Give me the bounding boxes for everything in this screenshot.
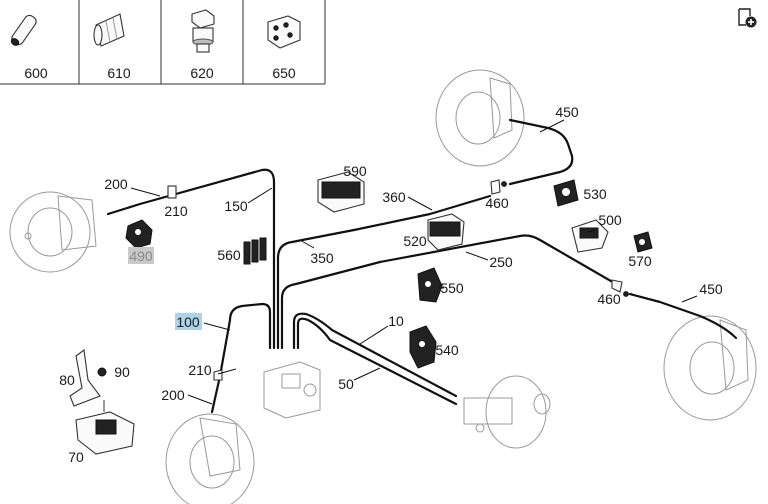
clip-570	[633, 231, 653, 253]
add-to-list-icon	[738, 8, 757, 28]
add-to-list-button[interactable]	[736, 7, 758, 29]
clip-590	[317, 171, 365, 213]
callout-450-top[interactable]: 450	[555, 104, 579, 120]
callout-70[interactable]: 70	[68, 449, 84, 465]
pipe-connectors	[167, 179, 629, 381]
clip-500	[571, 219, 609, 253]
callout-460-top[interactable]: 460	[485, 195, 509, 211]
callout-10[interactable]: 10	[388, 313, 404, 329]
callout-labels: 200 210 150 590 360 460 450 530 500 520 …	[59, 104, 723, 465]
callout-360[interactable]: 360	[382, 189, 406, 205]
callout-210-lower[interactable]: 210	[188, 362, 212, 378]
brake-pipes	[106, 118, 738, 414]
clip-490	[125, 219, 153, 249]
callout-100[interactable]: 100	[176, 314, 200, 330]
callout-590[interactable]: 590	[343, 163, 367, 179]
callout-540[interactable]: 540	[435, 342, 459, 358]
accessory-label-610[interactable]: 610	[107, 65, 131, 81]
bracket-70	[75, 400, 135, 455]
accessory-label-620[interactable]: 620	[190, 65, 214, 81]
callout-500[interactable]: 500	[598, 212, 622, 228]
clip-560	[243, 237, 267, 265]
callout-250[interactable]: 250	[489, 254, 513, 270]
callout-210-left[interactable]: 210	[164, 203, 188, 219]
rear-top-brake-disc	[435, 69, 525, 167]
tube-fitting-icon[interactable]	[10, 13, 38, 46]
callout-150[interactable]: 150	[224, 198, 248, 214]
clip-530	[553, 179, 579, 207]
clip-520	[427, 213, 465, 251]
callout-490[interactable]: 490	[129, 248, 153, 264]
clip-550	[417, 267, 443, 303]
callout-200-left[interactable]: 200	[104, 176, 128, 192]
accessory-label-650[interactable]: 650	[272, 65, 296, 81]
callout-200-lower[interactable]: 200	[161, 387, 185, 403]
callout-90[interactable]: 90	[114, 364, 130, 380]
callout-460-right[interactable]: 460	[597, 291, 621, 307]
callout-350[interactable]: 350	[310, 250, 334, 266]
front-lower-brake-disc	[165, 413, 255, 504]
callout-570[interactable]: 570	[628, 253, 652, 269]
callout-550[interactable]: 550	[440, 280, 464, 296]
clip-block-icon[interactable]	[267, 15, 301, 49]
brake-booster-master-cylinder	[463, 375, 551, 449]
callout-520[interactable]: 520	[403, 233, 427, 249]
callout-560[interactable]: 560	[217, 247, 241, 263]
bracket-80	[69, 348, 107, 407]
rear-right-brake-disc	[663, 315, 757, 421]
callout-530[interactable]: 530	[583, 186, 607, 202]
accessory-label-600[interactable]: 600	[24, 65, 48, 81]
accessory-table: 600 610 620 650	[0, 0, 326, 85]
clip-540	[409, 325, 437, 369]
callout-80[interactable]: 80	[59, 372, 75, 388]
callout-490-highlight	[128, 247, 154, 264]
abs-hydraulic-unit	[263, 361, 321, 419]
front-left-brake-disc	[9, 191, 97, 273]
callout-50[interactable]: 50	[338, 376, 354, 392]
bolt-icon[interactable]	[191, 9, 215, 53]
hex-coupling-icon[interactable]	[93, 13, 125, 47]
callout-100-highlight	[175, 313, 202, 330]
callout-leaders	[130, 119, 698, 405]
callout-450-right[interactable]: 450	[699, 281, 723, 297]
